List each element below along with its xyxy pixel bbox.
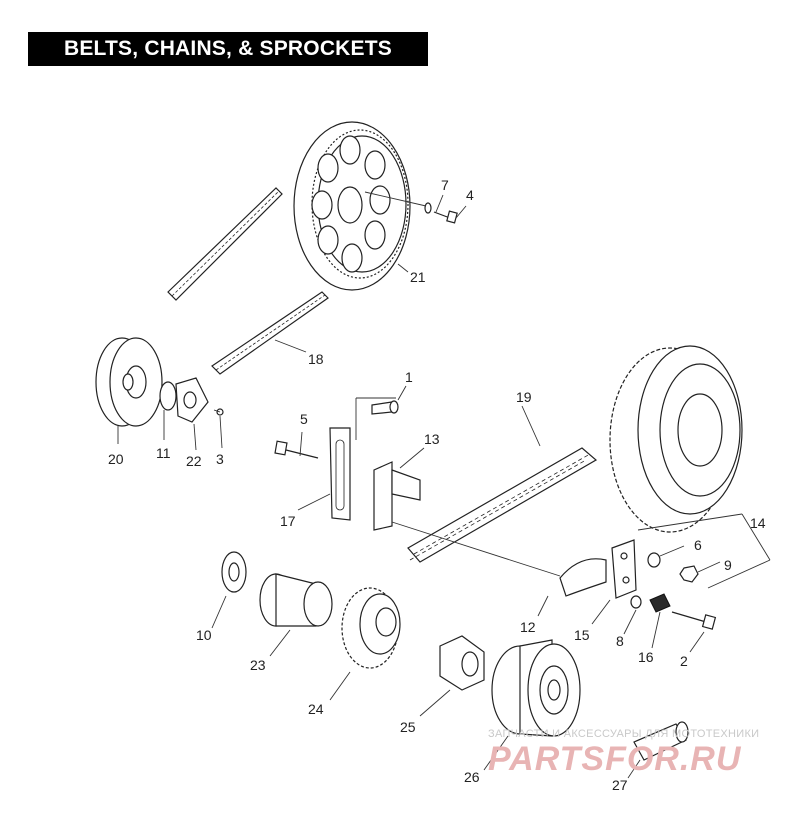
chain-tensioner-bracket bbox=[373, 461, 421, 531]
watermark-logo: PARTSFOR.RU bbox=[488, 740, 742, 778]
pulley-bolt bbox=[424, 202, 458, 224]
callout-19: 19 bbox=[516, 389, 532, 405]
sleeve bbox=[633, 721, 689, 761]
callout-17: 17 bbox=[280, 513, 296, 529]
shoe-bracket bbox=[611, 539, 637, 599]
rear-belt-pulley bbox=[293, 121, 411, 291]
callout-25: 25 bbox=[400, 719, 416, 735]
callout-27: 27 bbox=[612, 777, 628, 793]
callout-21: 21 bbox=[410, 269, 426, 285]
compensating-sprocket bbox=[341, 587, 401, 669]
adjuster-plate bbox=[329, 427, 351, 521]
callout-13: 13 bbox=[424, 431, 440, 447]
sprocket-hub bbox=[259, 573, 333, 627]
bolt-5 bbox=[274, 440, 319, 459]
callout-18: 18 bbox=[308, 351, 324, 367]
callout-1: 1 bbox=[405, 369, 413, 385]
belt-section bbox=[211, 291, 329, 375]
callout-11: 11 bbox=[156, 445, 171, 461]
drive-belt bbox=[167, 187, 283, 301]
callout-15: 15 bbox=[574, 627, 590, 643]
callout-numbers: 1 2 3 4 5 6 7 8 9 10 11 12 13 14 15 16 1… bbox=[108, 177, 766, 793]
leader-lines bbox=[117, 191, 771, 779]
washer-6 bbox=[647, 552, 661, 568]
callout-23: 23 bbox=[250, 657, 266, 673]
callout-4: 4 bbox=[466, 187, 474, 203]
washer-8 bbox=[630, 595, 642, 609]
compensator-cover bbox=[491, 639, 581, 737]
callout-6: 6 bbox=[694, 537, 702, 553]
callout-10: 10 bbox=[196, 627, 212, 643]
callout-9: 9 bbox=[724, 557, 732, 573]
callout-12: 12 bbox=[520, 619, 536, 635]
transmission-pulley bbox=[95, 337, 163, 427]
adjuster-screw bbox=[371, 400, 399, 415]
callout-8: 8 bbox=[616, 633, 624, 649]
washer-11 bbox=[159, 381, 177, 411]
clutch-shell-sprocket bbox=[609, 345, 743, 533]
callout-7: 7 bbox=[441, 177, 449, 193]
callout-20: 20 bbox=[108, 451, 124, 467]
callout-24: 24 bbox=[308, 701, 324, 717]
lock-tab bbox=[649, 593, 671, 613]
bolt-2 bbox=[671, 611, 717, 630]
watermark-tagline: ЗАПЧАСТИ И АКСЕССУАРЫ ДЛЯ МОТОТЕХНИКИ bbox=[488, 728, 760, 740]
screw-3 bbox=[213, 408, 224, 416]
callout-26: 26 bbox=[464, 769, 480, 785]
tensioner-shoe bbox=[559, 558, 607, 597]
nut-9 bbox=[679, 565, 699, 583]
page-title: BELTS, CHAINS, & SPROCKETS bbox=[28, 32, 428, 66]
callout-3: 3 bbox=[216, 451, 224, 467]
callout-22: 22 bbox=[186, 453, 202, 469]
spacer-ring bbox=[221, 551, 247, 593]
callout-5: 5 bbox=[300, 411, 308, 427]
sliding-cam bbox=[439, 635, 485, 691]
primary-chain bbox=[407, 447, 598, 563]
callout-16: 16 bbox=[638, 649, 654, 665]
callout-14: 14 bbox=[750, 515, 766, 531]
callout-2: 2 bbox=[680, 653, 688, 669]
